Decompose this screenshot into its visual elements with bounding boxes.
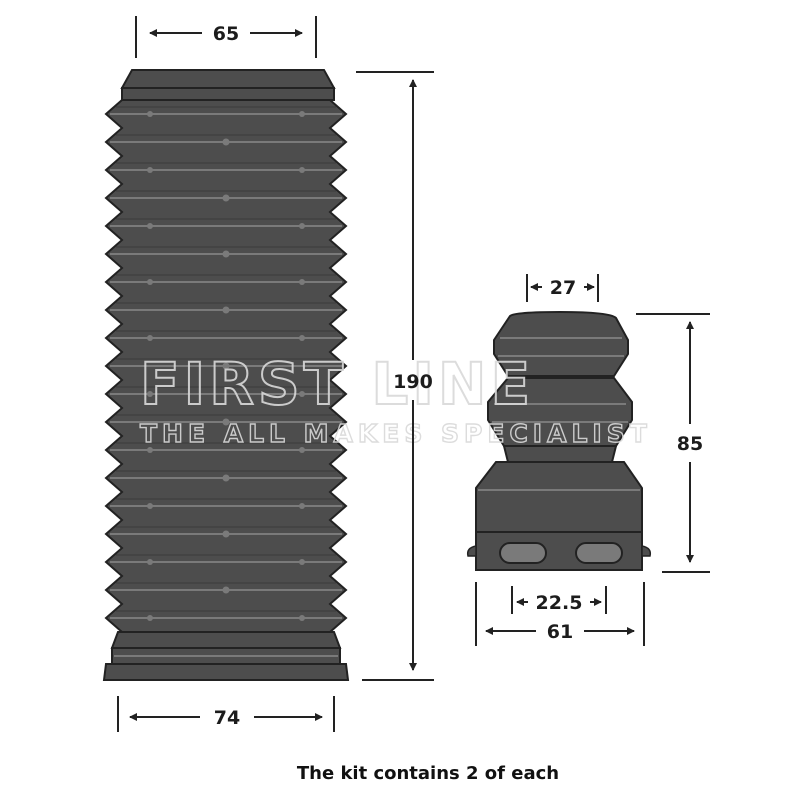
boot-dot (147, 391, 153, 397)
watermark-tagline: THE ALL MAKES SPECIALIST (140, 419, 652, 448)
bump-stop-inner-diameter-label: 22.5 (536, 592, 583, 614)
bump-stop-lug (641, 545, 652, 557)
bump-stop-top-diameter-label: 27 (550, 277, 576, 299)
boot-dot (147, 559, 153, 565)
bump-stop-height-label: 85 (677, 433, 703, 455)
boot-dot (147, 503, 153, 509)
watermark: FIRST LINE THE ALL MAKES SPECIALIST (139, 349, 652, 449)
boot-dot (222, 362, 230, 370)
bump-stop-slot (575, 542, 623, 564)
boot-length-label: 190 (393, 371, 433, 393)
boot-dot (299, 167, 305, 173)
boot-dot (147, 223, 153, 229)
boot-dot (299, 111, 305, 117)
watermark-brand: FIRST LINE (140, 350, 534, 418)
boot-dot (222, 306, 230, 314)
boot-top-diameter-label: 65 (213, 23, 239, 45)
bump-stop-base-diameter-label: 61 (547, 621, 573, 643)
boot-dot (222, 474, 230, 482)
boot-dot (299, 223, 305, 229)
bump-stop-slot (499, 542, 547, 564)
boot-dot (222, 418, 230, 426)
boot-dot (147, 335, 153, 341)
bump-stop-base (475, 461, 643, 533)
bump-stop-lug (466, 545, 477, 557)
boot-bottom-collar (110, 631, 342, 649)
boot-dot (147, 615, 153, 621)
boot-top-collar (120, 69, 336, 89)
boot-base-flange (102, 663, 350, 681)
bump-stop-dimensions (475, 274, 710, 646)
boot-dot (299, 391, 305, 397)
kit-caption: The kit contains 2 of each (297, 763, 559, 784)
boot-dot (299, 503, 305, 509)
dust-boot (102, 69, 350, 681)
boot-bottom-diameter-label: 74 (214, 707, 240, 729)
boot-dot (147, 279, 153, 285)
boot-dot (299, 279, 305, 285)
boot-dot (147, 167, 153, 173)
boot-dot (299, 447, 305, 453)
boot-dot (222, 250, 230, 258)
boot-dot (222, 138, 230, 146)
boot-dot (147, 447, 153, 453)
bump-stop-neck (502, 445, 618, 463)
boot-top-collar (121, 87, 335, 101)
boot-dot (222, 194, 230, 202)
boot-dot (147, 111, 153, 117)
boot-dimensions (117, 16, 434, 732)
boot-dot (299, 335, 305, 341)
bump-stop (466, 310, 652, 571)
bump-stop-top-section (493, 310, 629, 377)
boot-dot (299, 559, 305, 565)
boot-dot (299, 615, 305, 621)
boot-dot (222, 530, 230, 538)
boot-dot (222, 586, 230, 594)
